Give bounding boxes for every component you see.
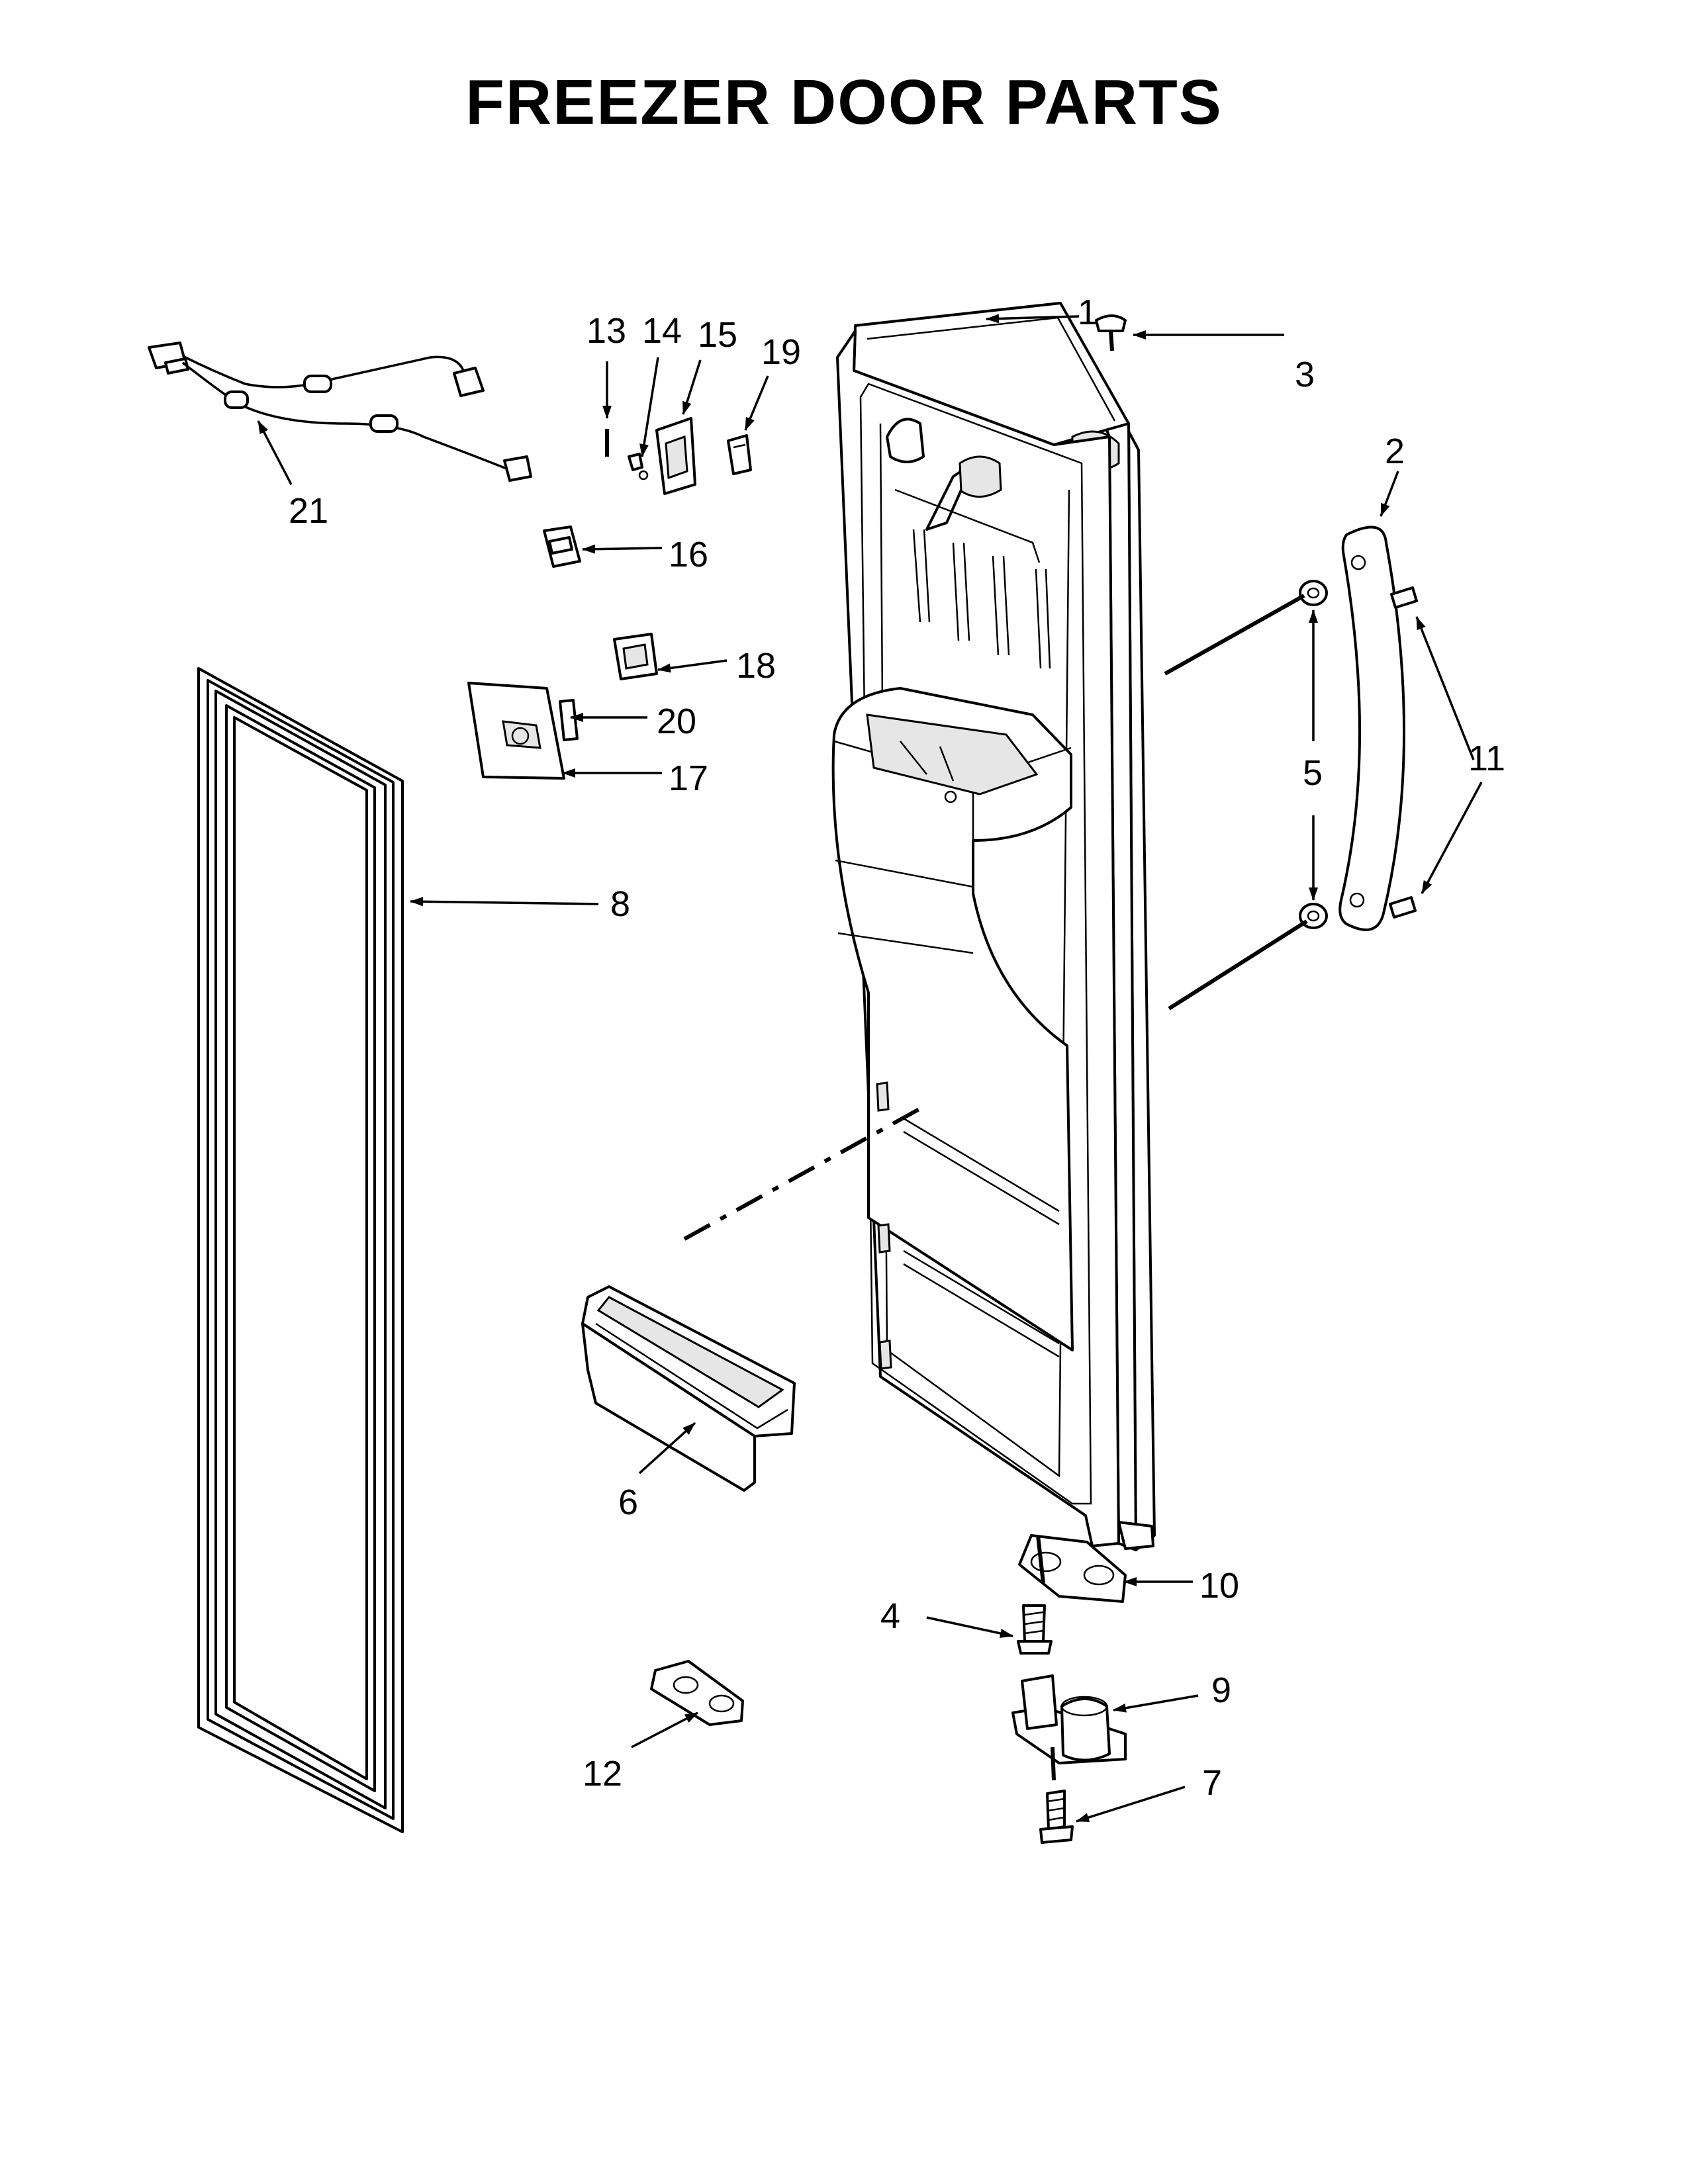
callout-labels: 1 2 3 4 5 6 7 8 9 10 11 12 13 14 15 16 1… bbox=[289, 293, 1505, 1803]
part-door-gasket[interactable] bbox=[197, 667, 404, 1833]
callout-12: 12 bbox=[583, 1754, 622, 1794]
callout-11: 11 bbox=[1468, 739, 1505, 778]
part-15-switch-housing[interactable] bbox=[655, 417, 696, 495]
callout-15: 15 bbox=[698, 315, 737, 355]
part-17-plate[interactable] bbox=[467, 682, 565, 780]
callout-7: 7 bbox=[1202, 1763, 1222, 1803]
part-3-cap[interactable] bbox=[1095, 314, 1127, 351]
callout-20: 20 bbox=[657, 702, 696, 741]
part-18-module[interactable] bbox=[613, 633, 658, 680]
part-6-door-bin[interactable] bbox=[581, 1285, 796, 1492]
part-10-hinge-plate[interactable] bbox=[1018, 1534, 1127, 1603]
callout-17: 17 bbox=[669, 758, 708, 798]
page-title: FREEZER DOOR PARTS bbox=[465, 67, 1223, 138]
part-19-switch[interactable] bbox=[727, 434, 752, 475]
part-wire-harness[interactable] bbox=[148, 341, 532, 482]
part-14-spring[interactable] bbox=[628, 453, 649, 480]
callout-2: 2 bbox=[1385, 432, 1405, 471]
callout-8: 8 bbox=[610, 884, 630, 924]
leader-lines bbox=[257, 314, 1483, 1823]
callout-3: 3 bbox=[1295, 355, 1315, 394]
part-2-handle[interactable] bbox=[1338, 525, 1405, 931]
callout-1: 1 bbox=[1078, 293, 1098, 332]
part-16-bracket[interactable] bbox=[543, 525, 581, 568]
callout-4: 4 bbox=[880, 1596, 900, 1636]
callout-10: 10 bbox=[1199, 1566, 1239, 1606]
callout-16: 16 bbox=[669, 535, 708, 574]
callout-21: 21 bbox=[289, 491, 328, 531]
callout-14: 14 bbox=[642, 311, 682, 351]
assembly-lines bbox=[683, 594, 1308, 1241]
part-4-screw[interactable] bbox=[1017, 1604, 1053, 1655]
part-7-screw[interactable] bbox=[1039, 1790, 1074, 1844]
callout-9: 9 bbox=[1211, 1670, 1231, 1710]
part-9-hinge[interactable] bbox=[1011, 1674, 1127, 1781]
callout-18: 18 bbox=[736, 646, 776, 686]
part-20-clip[interactable] bbox=[559, 699, 579, 741]
part-12-hinge-plate[interactable] bbox=[650, 1660, 744, 1726]
callout-6: 6 bbox=[618, 1482, 638, 1522]
callout-13: 13 bbox=[586, 311, 626, 351]
callout-19: 19 bbox=[761, 332, 801, 372]
callout-5: 5 bbox=[1303, 753, 1323, 793]
part-11-screws[interactable] bbox=[1389, 586, 1418, 919]
part-door-liner[interactable] bbox=[831, 302, 1156, 1551]
